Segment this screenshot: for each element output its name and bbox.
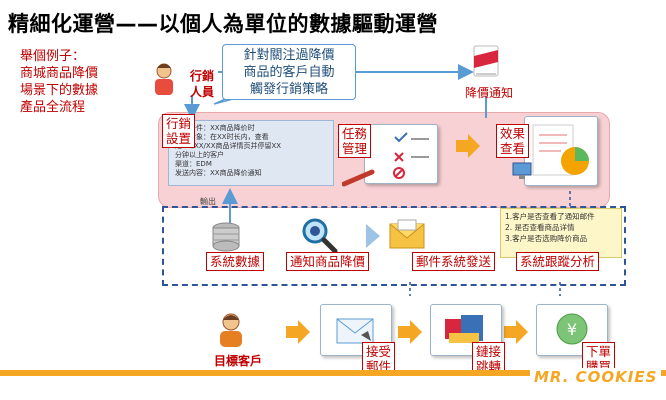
- effect-view-label: 效果 查看: [496, 124, 530, 158]
- tracking-note: 1.客户是否查看了通知邮件 2. 是否查看商品详情 3.客户是否选购降价商品: [500, 208, 622, 258]
- svg-text:¥: ¥: [567, 320, 577, 339]
- mail-system-label: 郵件系統發送: [412, 252, 496, 271]
- arrow-2: [456, 134, 480, 158]
- customer-icon: [214, 312, 248, 352]
- magnifier-icon: [300, 216, 338, 258]
- arrow-3: [286, 320, 310, 344]
- tracking-analysis-label: 系統跟蹤分析: [516, 252, 600, 271]
- marketing-form: 触发条件：XX商品降价时 触发对象：在XX时长内，查看 过XX/XX/XX商品详…: [168, 120, 334, 186]
- arrow-5: [504, 320, 528, 344]
- monitor-icon: [512, 162, 532, 184]
- output-label: 輸出: [200, 197, 216, 206]
- task-checklist-card: [364, 124, 438, 184]
- marketing-setup-label: 行銷 設置: [162, 114, 196, 148]
- example-text: 舉個例子： 商城商品降價 場景下的數據 產品全流程: [20, 49, 99, 115]
- task-management-label: 任務 管理: [338, 124, 372, 158]
- data-system-label: 系統數據: [206, 252, 265, 271]
- target-customer-label: 目標客戶: [214, 354, 263, 368]
- page-title: 精細化運營——以個人為單位的數據驅動運營: [8, 12, 438, 36]
- price-drop-label: 降價通知: [465, 86, 514, 100]
- mail-icon: [388, 218, 426, 254]
- footer-bar: [0, 370, 666, 376]
- report-card: [524, 116, 598, 186]
- arrow-4: [398, 320, 422, 344]
- system-panel: [162, 206, 626, 286]
- pen-icon: [341, 168, 376, 192]
- database-icon: [210, 222, 242, 256]
- brand-logo: MR. COOKIES: [530, 368, 662, 386]
- notify-price-drop-label: 通知商品降價: [286, 252, 370, 271]
- strategy-callout: 針對關注過降價 商品的客戶自動 觸發行銷策略: [222, 44, 356, 100]
- marketer-label: 行銷 人員: [190, 69, 215, 99]
- price-tag-icon: [470, 44, 502, 82]
- marketer-icon: [150, 62, 178, 100]
